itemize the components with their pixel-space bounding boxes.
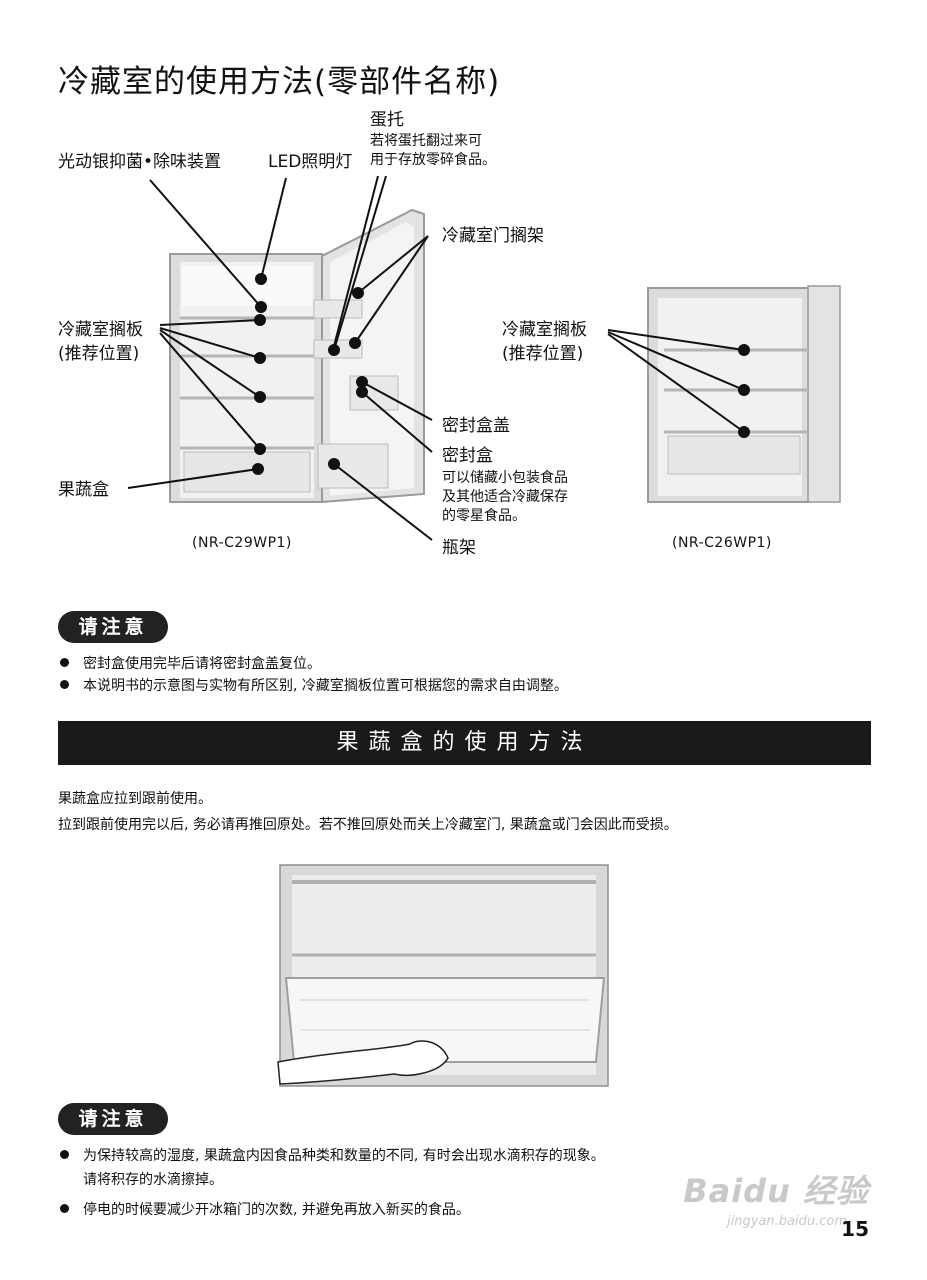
page-number: 15 — [841, 1217, 869, 1241]
page-title: 冷藏室的使用方法(零部件名称) — [58, 64, 501, 100]
notice2-item-1-cont: 请将积存的水滴擦掉。 — [83, 1172, 223, 1188]
watermark-url: jingyan.baidu.com — [727, 1214, 847, 1229]
label-led-light: LED照明灯 — [268, 152, 353, 172]
notice1-item-1: 密封盒使用完毕后请将密封盒盖复位。 — [60, 654, 321, 675]
model-right: (NR-C26WP1) — [672, 535, 772, 551]
label-door-shelf: 冷藏室门搁架 — [442, 226, 544, 246]
notice2-item-1: 为保持较高的湿度, 果蔬盒内因食品种类和数量的不同, 有时会出现水滴积存的现象。 — [60, 1146, 605, 1167]
label-shelf-right: 冷藏室搁板 — [502, 320, 587, 340]
egg-tray-desc-line1: 若将蛋托翻过来可 — [370, 133, 482, 149]
label-shelf-left: 冷藏室搁板 — [58, 320, 143, 340]
fridge-right-illustration — [647, 285, 841, 503]
egg-tray-desc-line2: 用于存放零碎食品。 — [370, 152, 496, 168]
section-text-line2: 拉到跟前使用完以后, 务必请再推回原处。若不推回原处而关上冷藏室门, 果蔬盒或门… — [58, 817, 678, 833]
section-heading: 果蔬盒的使用方法 — [58, 721, 871, 765]
crisper-photo — [277, 864, 609, 1087]
notice1-item-2: 本说明书的示意图与实物有所区别, 冷藏室搁板位置可根据您的需求自由调整。 — [60, 676, 568, 697]
label-deodorizer: 光动银抑菌•除味装置 — [58, 152, 222, 172]
sealed-box-desc-line1: 可以储藏小包装食品 — [442, 470, 568, 486]
bullet-icon — [60, 680, 69, 689]
bullet-icon — [60, 658, 69, 667]
notice-badge-2: 请注意 — [58, 1103, 168, 1135]
label-crisper: 果蔬盒 — [58, 480, 109, 500]
watermark-brand: Baidu 经验 — [683, 1172, 869, 1210]
label-shelf-right-position: (推荐位置) — [502, 344, 584, 364]
bullet-icon — [60, 1150, 69, 1159]
label-bottle-rack: 瓶架 — [442, 538, 476, 558]
label-sealed-box: 密封盒 — [442, 446, 493, 466]
sealed-box-desc-line3: 的零星食品。 — [442, 508, 526, 524]
bullet-icon — [60, 1204, 69, 1213]
label-sealed-box-lid: 密封盒盖 — [442, 416, 510, 436]
label-shelf-left-position: (推荐位置) — [58, 344, 140, 364]
leader-lines — [127, 175, 750, 541]
notice-badge-1: 请注意 — [58, 611, 168, 643]
sealed-box-desc-line2: 及其他适合冷藏保存 — [442, 489, 568, 505]
notice2-item-2: 停电的时候要减少开冰箱门的次数, 并避免再放入新买的食品。 — [60, 1200, 470, 1221]
label-egg-tray: 蛋托 — [370, 110, 404, 130]
model-left: (NR-C29WP1) — [192, 535, 292, 551]
section-text-line1: 果蔬盒应拉到跟前使用。 — [58, 791, 212, 807]
fridge-left-illustration — [169, 208, 425, 504]
